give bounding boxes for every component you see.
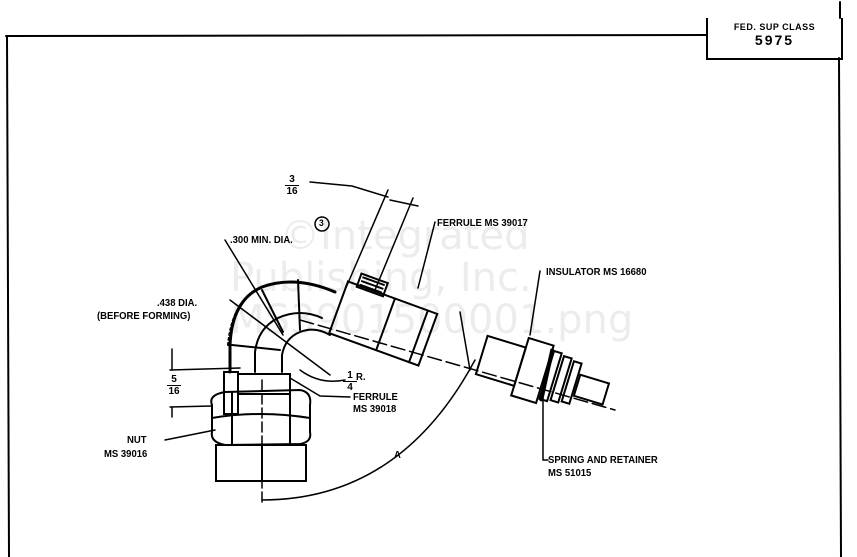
watermark-line-2: Publishing, Inc.: [230, 255, 532, 301]
watermark: ©Integrated Publishing, Inc. MS390150000…: [230, 213, 633, 341]
angle-a-label: A: [394, 450, 401, 461]
watermark-line-1: ©Integrated: [280, 213, 530, 259]
ferrule-ms39017: [327, 272, 439, 367]
ferrule-top-label: FERRULE MS 39017: [437, 218, 528, 229]
before-forming-label: (BEFORE FORMING): [97, 311, 191, 322]
title-block-label: FED. SUP CLASS: [733, 22, 816, 32]
watermark-line-3: MS3901500001.png: [230, 297, 634, 343]
nut-label-2: MS 39016: [104, 449, 148, 460]
title-block: FED. SUP CLASS 5975: [706, 18, 843, 60]
spring-label-2: MS 51015: [548, 468, 592, 479]
spring-label-1: SPRING AND RETAINER: [548, 455, 658, 466]
ferrule-bottom-label-2: MS 39018: [353, 404, 397, 415]
leader-lines: [164, 221, 549, 461]
numerator: 5: [167, 374, 181, 386]
denominator: 16: [168, 386, 180, 397]
tube-sleeve: [223, 371, 239, 415]
note-circle: [314, 216, 330, 232]
numerator: 3: [285, 174, 299, 186]
drawing-border: [5, 1, 842, 557]
radius-suffix: R.: [356, 372, 366, 383]
numerator: 1: [343, 370, 357, 382]
min-dia-label: .300 MIN. DIA.: [230, 235, 293, 246]
insulator-ms16680: [474, 334, 611, 406]
nut-label-1: NUT: [127, 435, 147, 446]
insulator-label: INSULATOR MS 16680: [546, 267, 647, 278]
denominator: 16: [286, 186, 298, 197]
note-number: 3: [319, 218, 324, 228]
denominator: 4: [347, 382, 353, 393]
ferrule-bottom-label-1: FERRULE: [353, 392, 398, 403]
title-block-value: 5975: [754, 32, 795, 48]
dia-before-label: .438 DIA.: [157, 298, 198, 309]
angle-arc-a: [261, 359, 476, 501]
dim-left-fraction: 5 16: [167, 374, 181, 397]
bent-tube: [227, 279, 337, 374]
dim-radius-fraction: 1 4: [343, 370, 357, 393]
centerline: [299, 319, 616, 411]
dim-top-fraction: 3 16: [285, 174, 299, 197]
nut-ms39016: [210, 388, 312, 482]
